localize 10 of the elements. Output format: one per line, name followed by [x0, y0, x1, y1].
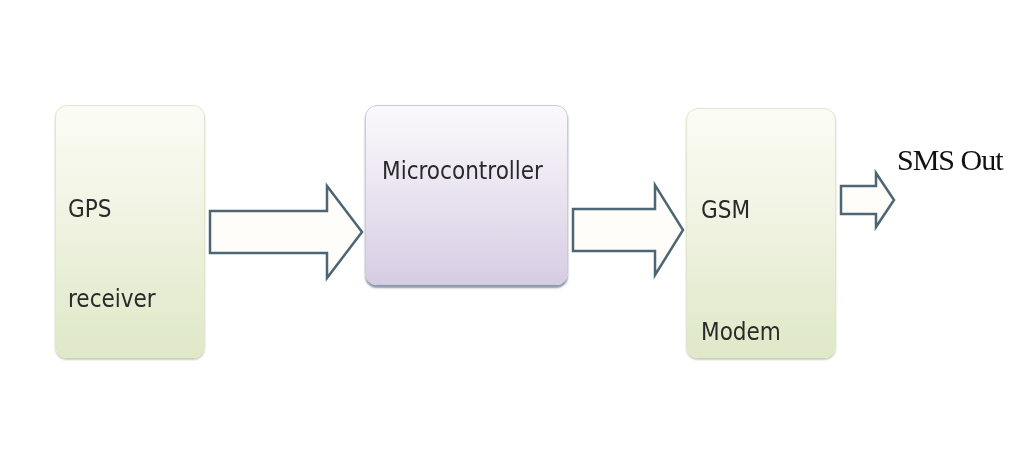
box-label: Microcontroller — [382, 156, 544, 186]
block-arrow — [839, 168, 896, 232]
output-label: SMS Out — [897, 142, 1003, 178]
box-label: GPS receiver — [68, 194, 157, 315]
block-arrow — [208, 182, 364, 282]
box-label: GSM Modem — [701, 195, 782, 348]
process-box — [365, 105, 568, 285]
process-box — [55, 105, 205, 358]
block-arrow — [571, 180, 685, 280]
process-box — [686, 108, 836, 358]
